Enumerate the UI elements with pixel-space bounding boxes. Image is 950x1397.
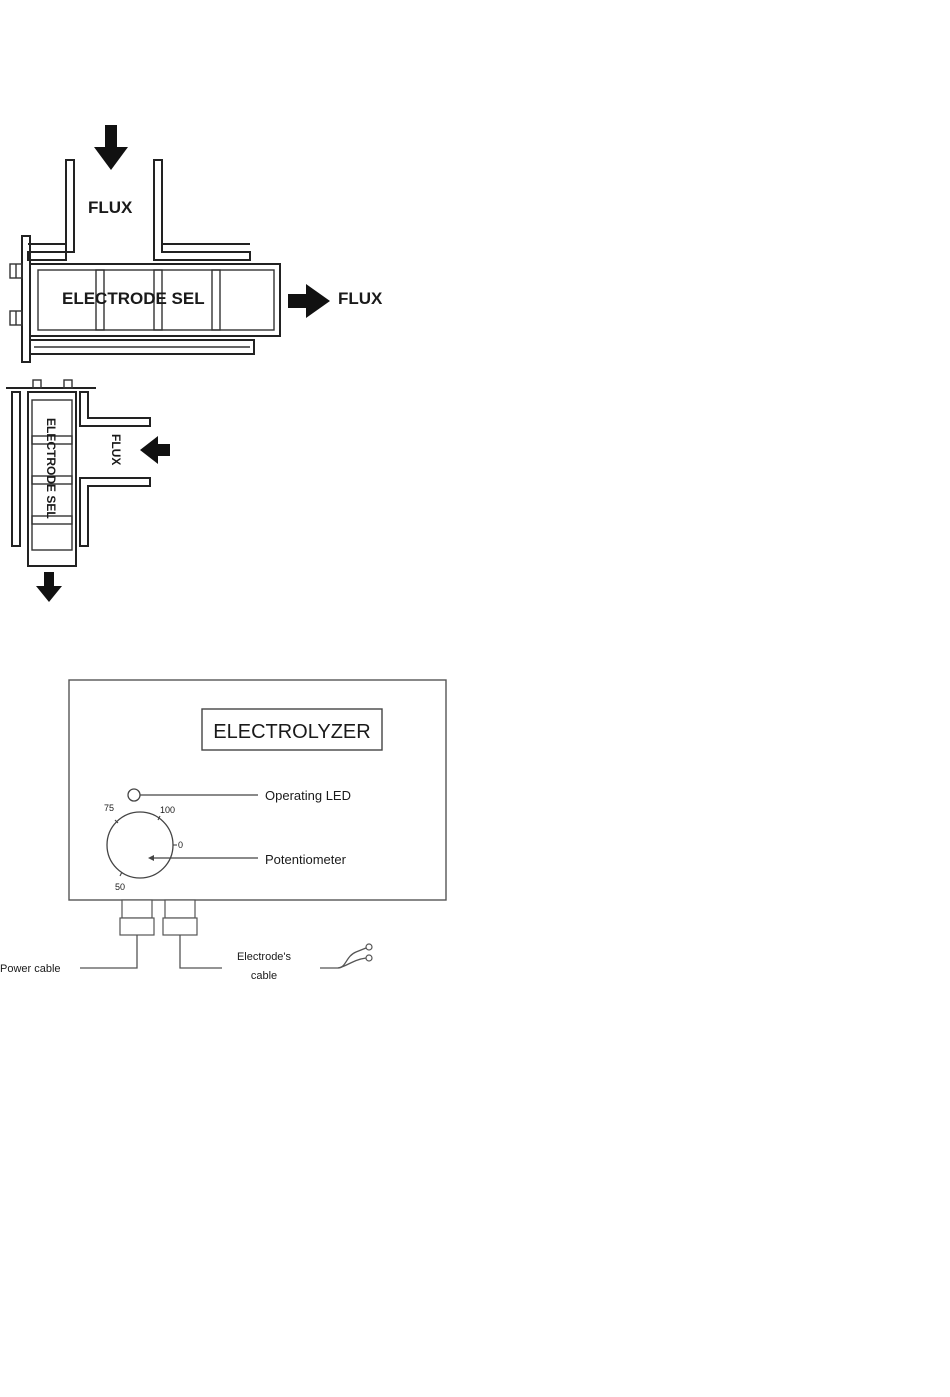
electrode-vertical-label: ELECTRODE SEL	[44, 418, 58, 519]
flux-vertical-label: FLUX	[109, 434, 123, 465]
vertical-electrode-diagram: ELECTRODE SEL FLUX	[6, 380, 170, 602]
left-arrow-icon	[140, 436, 170, 464]
dial-tick-50: 50	[115, 882, 125, 892]
electrode-cable-end	[320, 948, 366, 968]
electrode-cable-label-2: cable	[251, 970, 277, 982]
flux-right-label: FLUX	[338, 289, 383, 308]
left-wall-bar	[12, 392, 20, 546]
electrode-label: ELECTRODE SEL	[62, 289, 205, 308]
potentiometer-label: Potentiometer	[265, 852, 347, 867]
electrolyzer-diagram: ELECTROLYZER Operating LED Potentiometer…	[0, 680, 446, 982]
electrode-cable-line	[180, 935, 222, 968]
down-arrow-icon	[36, 572, 62, 602]
down-arrow-icon	[94, 125, 128, 170]
bolt-icon	[64, 380, 72, 388]
electrode-plate	[212, 270, 220, 330]
electrode-cable-label-1: Electrode's	[237, 951, 292, 963]
electrode-gland	[165, 900, 195, 918]
power-cable-label: Power cable	[0, 963, 61, 975]
inlet-wall-right-inner	[162, 160, 250, 244]
inlet-wall-bottom	[80, 478, 150, 546]
dial-tick-75: 75	[104, 803, 114, 813]
flux-top-label: FLUX	[88, 198, 133, 217]
power-cable-line	[80, 935, 137, 968]
inlet-wall-top	[80, 392, 150, 426]
led-label: Operating LED	[265, 788, 351, 803]
horizontal-electrode-diagram: FLUX ELECTRODE SEL FLUX	[10, 125, 383, 362]
electrolyzer-title: ELECTROLYZER	[213, 721, 370, 743]
led-icon	[128, 789, 140, 801]
inlet-wall-left-inner	[28, 160, 66, 244]
dial-tick-100: 100	[160, 805, 175, 815]
electrode-tip-icon	[366, 944, 372, 950]
bolt-icon	[33, 380, 41, 388]
right-arrow-icon	[288, 284, 330, 318]
electrode-tip-icon	[366, 955, 372, 961]
power-gland	[122, 900, 152, 918]
dial-tick-0: 0	[178, 840, 183, 850]
